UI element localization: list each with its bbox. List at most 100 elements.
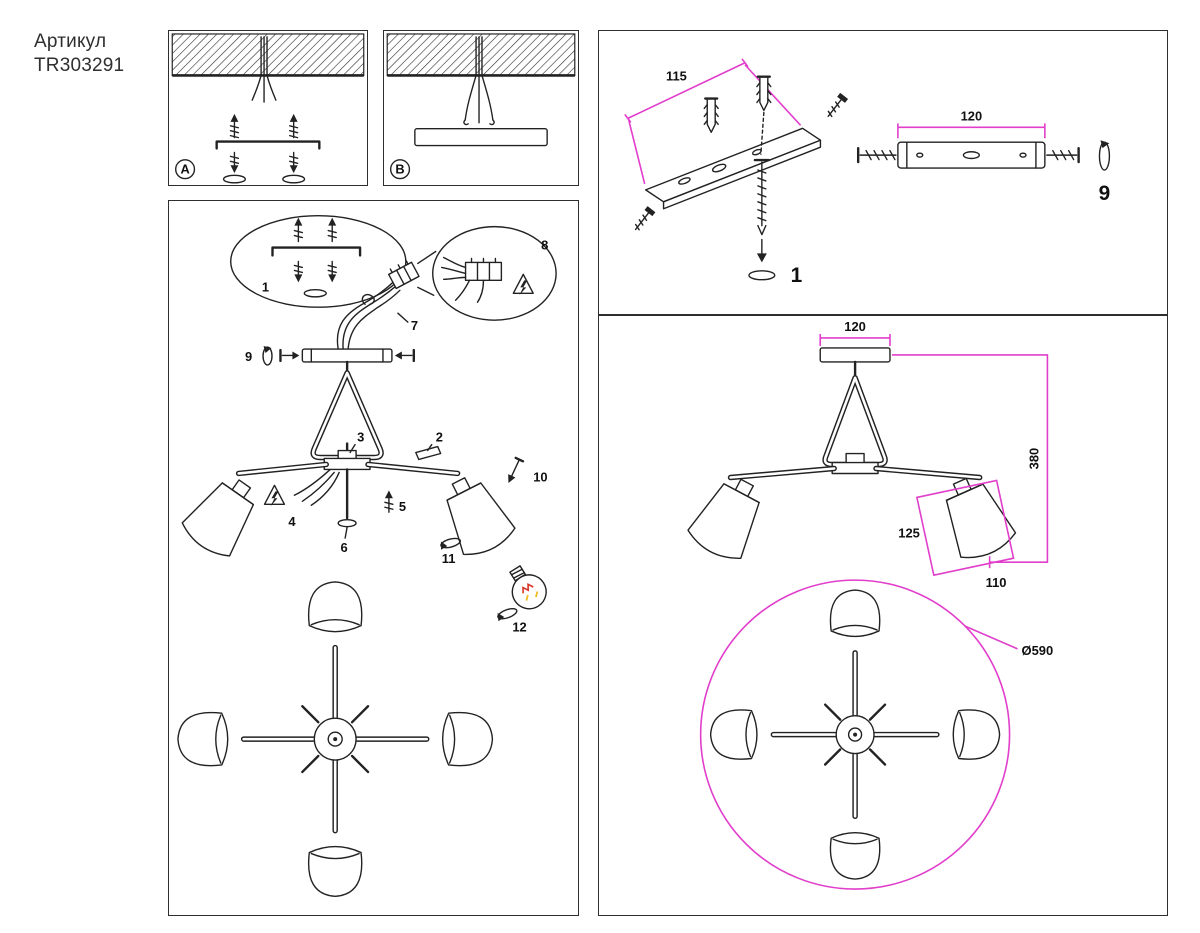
- panel-mounting-b: B: [383, 30, 579, 186]
- variant-b-badge: B: [389, 159, 411, 180]
- panel-step-mount: 115 1: [598, 30, 1168, 315]
- screw-down-right: [289, 151, 299, 174]
- arm-right-side: [873, 465, 983, 481]
- callout-6: 6: [341, 540, 348, 555]
- decor-cap-left: [222, 174, 246, 184]
- terminal-block: [387, 259, 420, 290]
- plan-view-dim: [709, 589, 1001, 880]
- ceiling-canopy: [301, 348, 393, 363]
- pin-10: [508, 456, 525, 484]
- callout-1: 1: [262, 279, 269, 294]
- detail-bubble-wiring: 8: [417, 225, 557, 321]
- plan-arms: [770, 650, 940, 820]
- plan-diagonals: [824, 703, 887, 766]
- ceiling-plate: [819, 347, 891, 363]
- supply-wires: [463, 36, 495, 126]
- panel-a-drawing: A: [171, 33, 365, 184]
- hub-side: [831, 452, 879, 475]
- variant-a-badge: A: [175, 159, 196, 180]
- dim-shade-width-label: 110: [986, 575, 1007, 590]
- arm-lock-tab: [415, 445, 442, 461]
- anchor-screw-right: [289, 113, 299, 139]
- plan-shade-right: [441, 711, 494, 767]
- callout-2-leader: [427, 443, 433, 452]
- diameter-leader: [964, 625, 1018, 650]
- diameter-circle: [699, 579, 1011, 890]
- electric-warning-icon-2: [263, 484, 286, 507]
- callout-8: 8: [541, 238, 548, 253]
- front-screw-left: [856, 146, 897, 164]
- plan-shade-left: [709, 709, 758, 760]
- panel-b-drawing: B: [386, 33, 576, 180]
- plan-diagonals: [301, 705, 370, 774]
- callout-4: 4: [288, 514, 296, 529]
- dim-shade-height-label: 125: [898, 525, 920, 540]
- callout-12: 12: [512, 620, 526, 635]
- decor-washer: [748, 270, 776, 281]
- plan-shade-top: [307, 581, 363, 633]
- panel-dimensions: 120 380: [598, 315, 1168, 916]
- bracket-perspective: [644, 127, 822, 210]
- step-part-9-label: 9: [1099, 182, 1111, 205]
- rotate-arrow-11: [440, 537, 461, 550]
- callout-3: 3: [357, 430, 364, 445]
- dim-canopy-120: 120: [819, 319, 891, 346]
- article-label: Артикул: [34, 31, 107, 52]
- screw-down-left: [229, 151, 240, 174]
- anchor-screw-left: [229, 113, 240, 139]
- arm-left-side: [727, 465, 837, 481]
- anchor-plug-2: [756, 75, 772, 112]
- mount-screw-long: [753, 158, 770, 263]
- callout-11: 11: [442, 551, 456, 566]
- end-screw-left: [634, 206, 656, 231]
- hub-wires: [293, 468, 340, 506]
- light-bulb: [509, 565, 547, 610]
- plan-shade-right: [952, 709, 1001, 760]
- dim-diameter-label: Ø590: [1022, 643, 1054, 658]
- callout-10: 10: [533, 469, 547, 484]
- canopy-screw-left: [279, 348, 300, 363]
- dim-115: 115: [624, 58, 802, 185]
- shade-right: [446, 477, 516, 556]
- rotate-arrow-12: [497, 607, 518, 622]
- variant-a-letter: A: [180, 162, 189, 177]
- arm-right: [365, 461, 461, 477]
- finial-cap: [337, 518, 357, 528]
- callout-7: 7: [411, 318, 418, 333]
- plan-shade-top: [829, 589, 881, 638]
- bracket-front: [897, 141, 1046, 169]
- callout-7-leader: [397, 312, 409, 323]
- end-screw-right: [827, 92, 849, 118]
- shade-right-side: [945, 477, 1017, 559]
- ceiling-section: [171, 33, 365, 77]
- shade-left: [181, 479, 255, 557]
- dim-120-label: 120: [961, 108, 983, 123]
- canopy-screw-right: [394, 348, 415, 363]
- plan-shade-bottom: [829, 832, 881, 880]
- dim-shade-box: 125 110: [898, 479, 1015, 590]
- frame-loop-side: [822, 375, 888, 468]
- ceiling-section: [386, 33, 576, 77]
- callout-3-leader: [349, 443, 356, 454]
- alignment-line: [760, 111, 765, 155]
- plan-shade-bottom: [307, 845, 363, 898]
- callout-9: 9: [245, 349, 252, 364]
- dim-120: 120: [897, 108, 1046, 139]
- rotate-arrow-9: [262, 346, 273, 366]
- callout-6-leader: [344, 526, 348, 539]
- plan-arms: [240, 644, 430, 834]
- dim-height-380: 380: [891, 354, 1049, 569]
- dim-height-label: 380: [1026, 448, 1041, 470]
- variant-b-letter: B: [395, 162, 404, 177]
- plan-shade-left: [177, 711, 229, 767]
- dim-canopy-label: 120: [844, 319, 866, 334]
- callout-5: 5: [399, 499, 406, 514]
- dim-115-label: 115: [666, 69, 687, 84]
- decor-cap-right: [282, 174, 306, 184]
- front-screw-right: [1046, 146, 1080, 164]
- bulb-filament: [522, 583, 534, 594]
- panel-assembly: 1 7: [168, 200, 579, 916]
- grub-screw-5: [384, 490, 394, 513]
- rotate-arrow-step9: [1098, 140, 1111, 171]
